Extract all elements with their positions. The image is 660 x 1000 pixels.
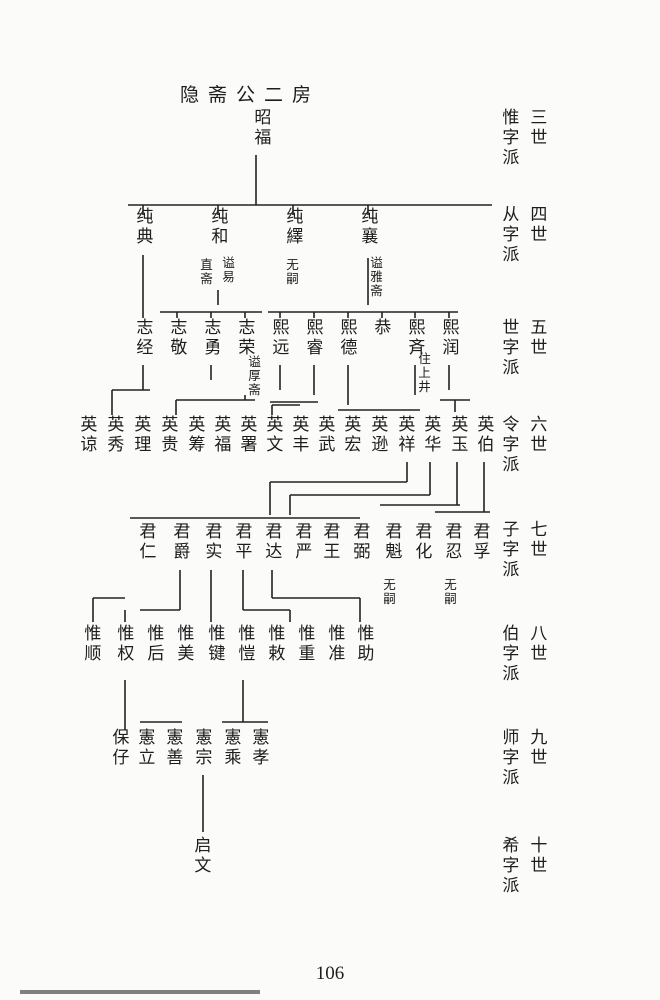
generation-number-label: 十世 bbox=[530, 836, 548, 877]
gen9-name: 憲乘 bbox=[224, 728, 242, 769]
gen9-name: 憲善 bbox=[166, 728, 184, 769]
gen8-name: 惟键 bbox=[208, 624, 226, 665]
gen5-name: 志勇 bbox=[204, 318, 222, 359]
gen8-name: 惟愷 bbox=[238, 624, 256, 665]
gen5-name: 熙斉 bbox=[408, 318, 426, 359]
gen9-name: 保仔 bbox=[112, 728, 130, 769]
gen6-name: 英宏 bbox=[344, 415, 362, 456]
gen8-name: 惟后 bbox=[147, 624, 165, 665]
gen9-name: 憲立 bbox=[138, 728, 156, 769]
gen3-name: 昭福 bbox=[254, 108, 272, 149]
generation-number-label: 六世 bbox=[530, 415, 548, 456]
gen5-name: 熙润 bbox=[442, 318, 460, 359]
gen5-name: 志荣 bbox=[238, 318, 256, 359]
gen4-name: 纯典 bbox=[136, 207, 154, 248]
scan-edge-mark bbox=[20, 990, 260, 994]
gen7-name: 君弼 bbox=[353, 522, 371, 563]
gen6-name: 英玉 bbox=[451, 415, 469, 456]
generation-number-label: 三世 bbox=[530, 108, 548, 149]
gen7-note: 无嗣 bbox=[444, 577, 457, 606]
page-number: 106 bbox=[315, 963, 345, 984]
gen8-name: 惟准 bbox=[328, 624, 346, 665]
gen10-name: 启文 bbox=[194, 836, 212, 877]
gen4-note: 直斋 bbox=[200, 257, 213, 286]
gen8-name: 惟敕 bbox=[268, 624, 286, 665]
generation-number-label: 四世 bbox=[530, 205, 548, 246]
generation-number-label: 九世 bbox=[530, 728, 548, 769]
page-title: 隐斋公二房 bbox=[180, 84, 321, 106]
gen8-name: 惟美 bbox=[177, 624, 195, 665]
generation-pai-label: 希字派 bbox=[502, 836, 520, 897]
gen7-name: 君孚 bbox=[473, 522, 491, 563]
gen9-name: 憲孝 bbox=[252, 728, 270, 769]
gen6-name: 英谅 bbox=[80, 415, 98, 456]
generation-pai-label: 从字派 bbox=[502, 205, 520, 266]
gen7-name: 君爵 bbox=[173, 522, 191, 563]
generation-pai-label: 子字派 bbox=[502, 520, 520, 581]
gen6-name: 英福 bbox=[214, 415, 232, 456]
gen4-name: 纯繹 bbox=[286, 207, 304, 248]
generation-pai-label: 世字派 bbox=[502, 318, 520, 379]
gen5-name: 恭 bbox=[374, 318, 392, 338]
generation-pai-label: 师字派 bbox=[502, 728, 520, 789]
gen6-name: 英文 bbox=[266, 415, 284, 456]
gen8-name: 惟顺 bbox=[84, 624, 102, 665]
gen6-name: 英武 bbox=[318, 415, 336, 456]
gen5-name: 志经 bbox=[136, 318, 154, 359]
gen7-name: 君严 bbox=[295, 522, 313, 563]
gen5-name: 志敬 bbox=[170, 318, 188, 359]
gen4-name: 纯和 bbox=[211, 207, 229, 248]
gen6-name: 英逊 bbox=[371, 415, 389, 456]
gen7-name: 君王 bbox=[323, 522, 341, 563]
gen4-name: 纯襄 bbox=[361, 207, 379, 248]
gen6-name: 英理 bbox=[134, 415, 152, 456]
gen5-name: 熙远 bbox=[272, 318, 290, 359]
gen7-note: 无嗣 bbox=[383, 577, 396, 606]
gen8-name: 惟助 bbox=[357, 624, 375, 665]
gen6-name: 英伯 bbox=[477, 415, 495, 456]
gen5-name: 熙德 bbox=[340, 318, 358, 359]
gen6-name: 英祥 bbox=[398, 415, 416, 456]
gen8-name: 惟重 bbox=[298, 624, 316, 665]
generation-pai-label: 惟字派 bbox=[502, 108, 520, 169]
gen5-note: 住上井 bbox=[418, 351, 431, 394]
gen7-name: 君实 bbox=[205, 522, 223, 563]
gen6-name: 英秀 bbox=[107, 415, 125, 456]
gen7-name: 君达 bbox=[265, 522, 283, 563]
gen7-name: 君平 bbox=[235, 522, 253, 563]
generation-number-label: 八世 bbox=[530, 624, 548, 665]
gen6-name: 英署 bbox=[240, 415, 258, 456]
gen6-name: 英筹 bbox=[188, 415, 206, 456]
gen7-name: 君化 bbox=[415, 522, 433, 563]
generation-number-label: 五世 bbox=[530, 318, 548, 359]
gen5-name: 熙睿 bbox=[306, 318, 324, 359]
generation-pai-label: 令字派 bbox=[502, 415, 520, 476]
gen6-name: 英贵 bbox=[161, 415, 179, 456]
gen4-note: 无嗣 bbox=[286, 257, 299, 286]
gen8-name: 惟权 bbox=[117, 624, 135, 665]
gen4-note: 谥雅斋 bbox=[370, 255, 383, 298]
gen6-name: 英丰 bbox=[292, 415, 310, 456]
gen7-name: 君仁 bbox=[139, 522, 157, 563]
gen9-name: 憲宗 bbox=[195, 728, 213, 769]
gen7-name: 君忍 bbox=[445, 522, 463, 563]
generation-pai-label: 伯字派 bbox=[502, 624, 520, 685]
gen5-note: 谥厚斋 bbox=[248, 354, 261, 397]
generation-number-label: 七世 bbox=[530, 520, 548, 561]
gen6-name: 英华 bbox=[424, 415, 442, 456]
gen4-note: 谥易 bbox=[222, 255, 235, 284]
gen7-name: 君魁 bbox=[385, 522, 403, 563]
